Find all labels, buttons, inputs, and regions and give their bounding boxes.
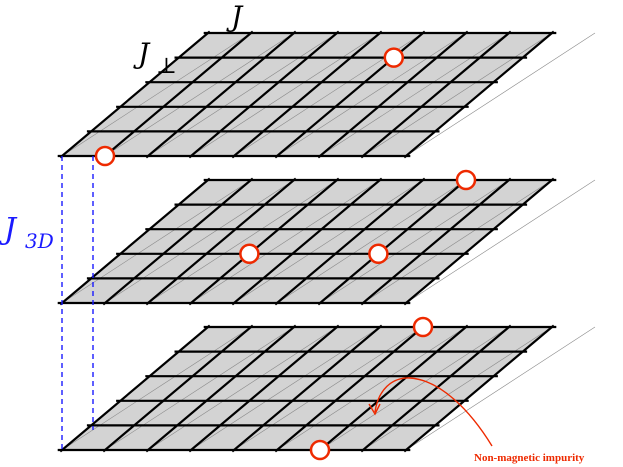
- grid-column-line: [360, 324, 512, 453]
- interlayer-couplings: [61, 156, 94, 450]
- grid-column-line: [59, 324, 211, 453]
- grid-column-line: [360, 30, 512, 159]
- plane-texture-line: [61, 32, 252, 157]
- label-j: J: [226, 0, 244, 33]
- plane-texture-line: [405, 326, 596, 451]
- plane-texture-line: [190, 326, 381, 451]
- plane-texture-line: [319, 179, 510, 304]
- label-j-perp-main: J: [133, 37, 151, 70]
- plane-texture-line: [319, 32, 510, 157]
- plane-texture-line: [276, 326, 467, 451]
- grid-column-line: [360, 177, 512, 306]
- grid-column-line: [145, 177, 297, 306]
- lattice-planes: [57, 30, 596, 453]
- plane-texture-line: [147, 179, 338, 304]
- plane-texture-line: [147, 32, 338, 157]
- label-j3d-sub: 3D: [25, 229, 54, 253]
- grid-column-line: [231, 177, 383, 306]
- grid-column-line: [102, 30, 254, 159]
- plane-texture-line: [362, 179, 553, 304]
- label-j3d-main: J: [0, 212, 18, 247]
- impurity-site: [309, 439, 331, 461]
- impurity-site: [383, 47, 405, 68]
- grid-column-line: [403, 324, 555, 453]
- label-j-perp: J ⊥: [133, 37, 177, 79]
- annotation-arrow: [374, 377, 493, 447]
- grid-column-line: [317, 324, 469, 453]
- grid-column-line: [102, 324, 254, 453]
- plane-texture-line: [233, 326, 424, 451]
- grid-column-line: [403, 30, 555, 159]
- annotation-arrowhead: [368, 403, 381, 416]
- grid-column-line: [188, 324, 340, 453]
- plane-texture-line: [276, 32, 467, 157]
- plane-texture-line: [362, 32, 553, 157]
- plane-texture-line: [104, 179, 295, 304]
- grid-column-line: [403, 177, 555, 306]
- grid-column-line: [274, 324, 426, 453]
- plane-texture-line: [276, 179, 467, 304]
- grid-column-line: [274, 177, 426, 306]
- grid-column-line: [188, 177, 340, 306]
- grid-column-line: [317, 177, 469, 306]
- grid-column-line: [59, 30, 211, 159]
- grid-column-line: [59, 177, 211, 306]
- impurity-site: [368, 243, 389, 265]
- lattice-plane-1: [57, 30, 596, 159]
- lattice-plane-3: [57, 324, 596, 453]
- plane-texture-line: [405, 179, 596, 304]
- grid-column-line: [145, 30, 297, 159]
- impurity-sites: [94, 47, 477, 461]
- plane-texture-line: [319, 326, 510, 451]
- grid-column-line: [231, 30, 383, 159]
- plane-texture-line: [190, 32, 381, 157]
- impurity-label: Non-magnetic impurity: [474, 452, 585, 464]
- plane-texture-line: [233, 179, 424, 304]
- grid-column-line: [102, 177, 254, 306]
- grid-column-line: [231, 324, 383, 453]
- plane-texture-line: [405, 32, 596, 157]
- plane-texture-line: [190, 179, 381, 304]
- grid-column-line: [145, 324, 297, 453]
- plane-texture-line: [104, 326, 295, 451]
- grid-column-line: [317, 30, 469, 159]
- impurity-site: [412, 316, 434, 338]
- plane-texture-line: [362, 326, 553, 451]
- impurity-site: [94, 145, 116, 167]
- lattice-plane-2: [57, 177, 596, 306]
- grid-column-line: [188, 30, 340, 159]
- impurity-site: [239, 243, 260, 265]
- impurity-site: [455, 169, 477, 191]
- plane-texture-line: [104, 32, 295, 157]
- label-j3d: J 3D: [0, 212, 54, 253]
- label-j-perp-symbol: ⊥: [156, 54, 177, 79]
- plane-texture-line: [147, 326, 338, 451]
- impurity-annotation: Non-magnetic impurity: [368, 377, 585, 464]
